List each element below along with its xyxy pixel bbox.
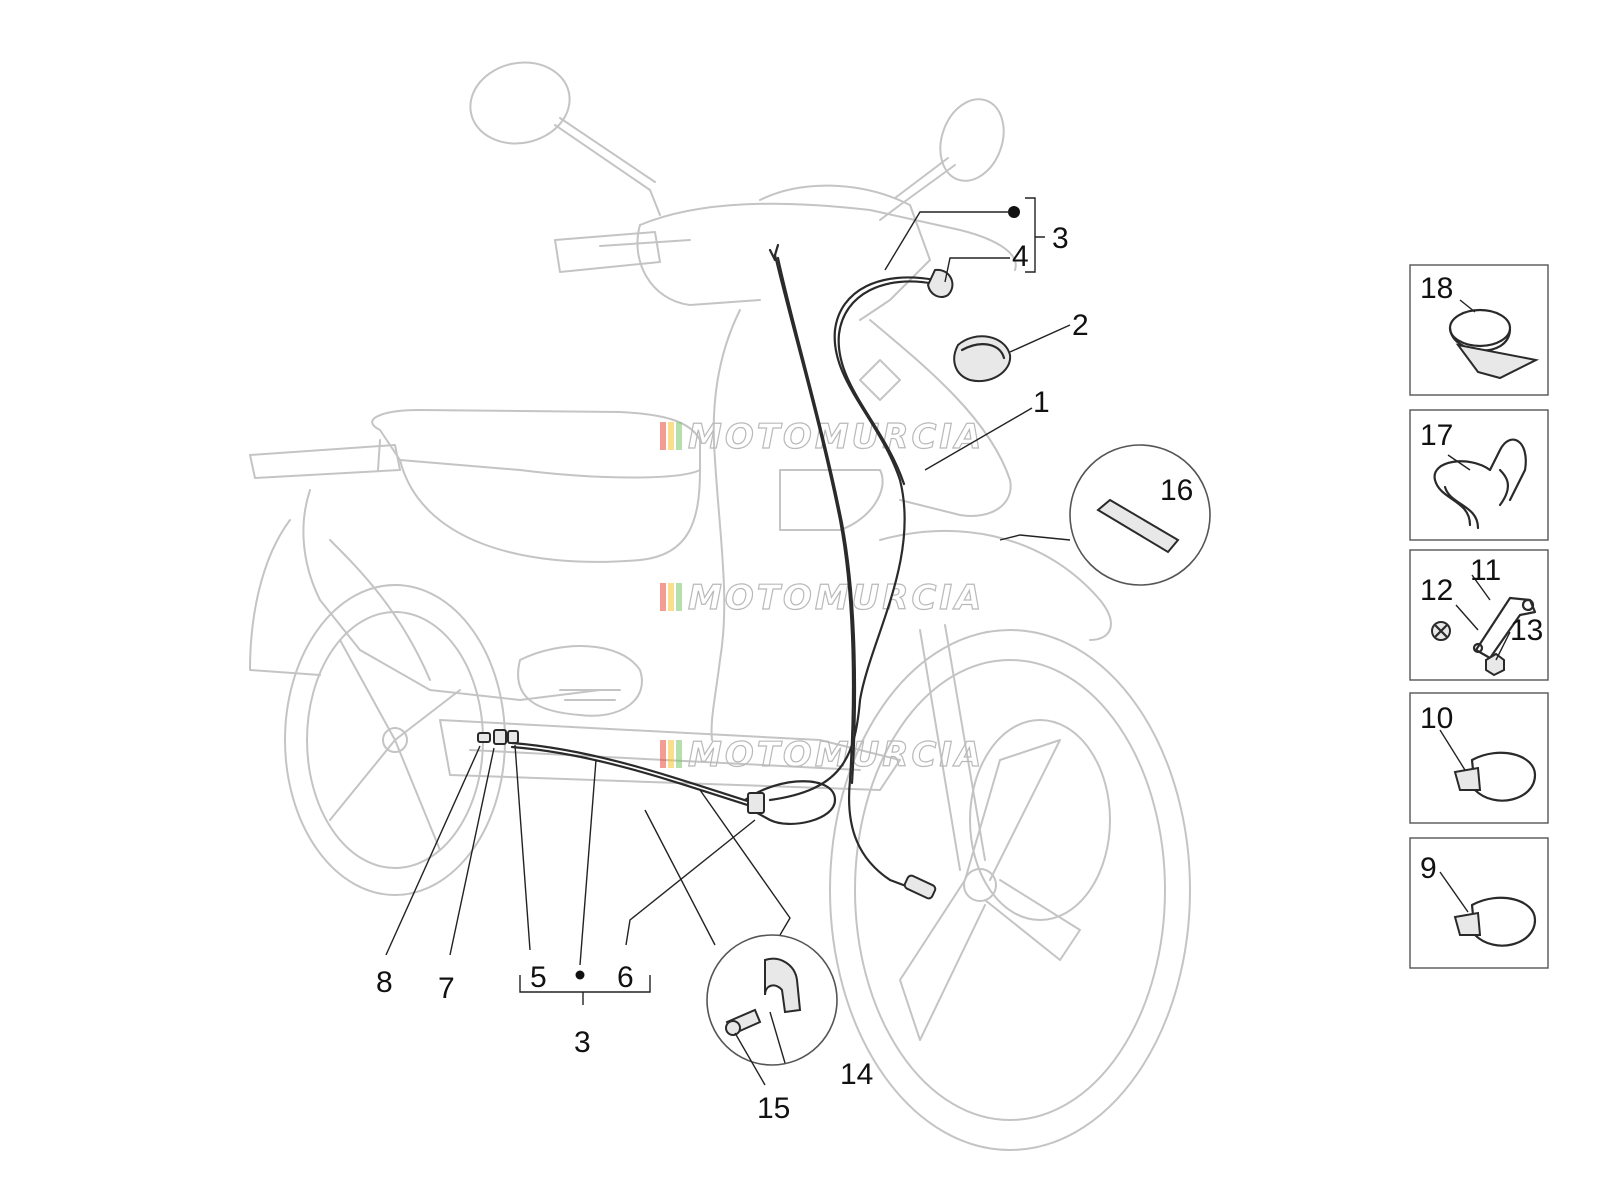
callout-9: 9 (1420, 852, 1437, 885)
watermark-text: MOTOMURCIA (688, 417, 984, 457)
detail-box-11-13 (1409, 549, 1549, 681)
callout-1: 1 (1033, 386, 1050, 419)
speedometer-cable (773, 253, 932, 897)
callout-4: 4 (1012, 240, 1029, 273)
callout-15: 15 (757, 1092, 790, 1125)
callout-7: 7 (438, 972, 455, 1005)
detail-box-17 (1409, 409, 1549, 541)
callout-17: 17 (1420, 419, 1453, 452)
scooter-outline (249, 61, 1191, 1151)
callout-5: 5 (530, 961, 547, 994)
assembly-bullet (1008, 206, 1020, 218)
inset-detail-14-15 (706, 934, 838, 1066)
callout-3-bottom: 3 (574, 1026, 591, 1059)
watermark-logo-1: MOTOMURCIA (660, 416, 984, 458)
callout-16: 16 (1160, 474, 1193, 507)
callout-3-top: 3 (1052, 222, 1069, 255)
detail-box-9 (1409, 837, 1549, 969)
watermark-text: MOTOMURCIA (688, 578, 984, 618)
front-wheel (829, 629, 1191, 1151)
detail-box-18 (1409, 264, 1549, 396)
callout-12: 12 (1420, 574, 1453, 607)
callout-8: 8 (376, 966, 393, 999)
leader-lines (385, 197, 1511, 1086)
watermark-group: MOTOMURCIA MOTOMURCIA MOTOMURCIA (660, 416, 984, 776)
callout-6: 6 (617, 961, 634, 994)
watermark-logo-3: MOTOMURCIA (660, 734, 984, 776)
cable-clip (926, 268, 954, 298)
watermark-logo-2: MOTOMURCIA (660, 577, 984, 619)
callout-18: 18 (1420, 272, 1453, 305)
rubber-grommet (953, 335, 1012, 383)
watermark-text: MOTOMURCIA (688, 735, 984, 775)
callout-11: 11 (1470, 554, 1501, 587)
right-mirror (939, 98, 1005, 182)
detail-box-10 (1409, 692, 1549, 824)
callout-labels: 1 2 3 4 5 6 7 8 3 9 10 11 12 13 14 15 16… (376, 222, 1543, 1125)
parts (477, 243, 1211, 1066)
throttle-cable (768, 276, 937, 802)
rear-brake-cable (510, 741, 762, 807)
callout-10: 10 (1420, 702, 1453, 735)
callout-13: 13 (1510, 614, 1543, 647)
assembly-bullet (575, 970, 585, 980)
left-mirror (469, 61, 571, 145)
callout-14: 14 (840, 1058, 873, 1091)
detail-panel (1409, 264, 1549, 969)
inset-detail-16 (1069, 444, 1211, 586)
callout-2: 2 (1072, 309, 1089, 342)
cable-tie (743, 780, 837, 825)
